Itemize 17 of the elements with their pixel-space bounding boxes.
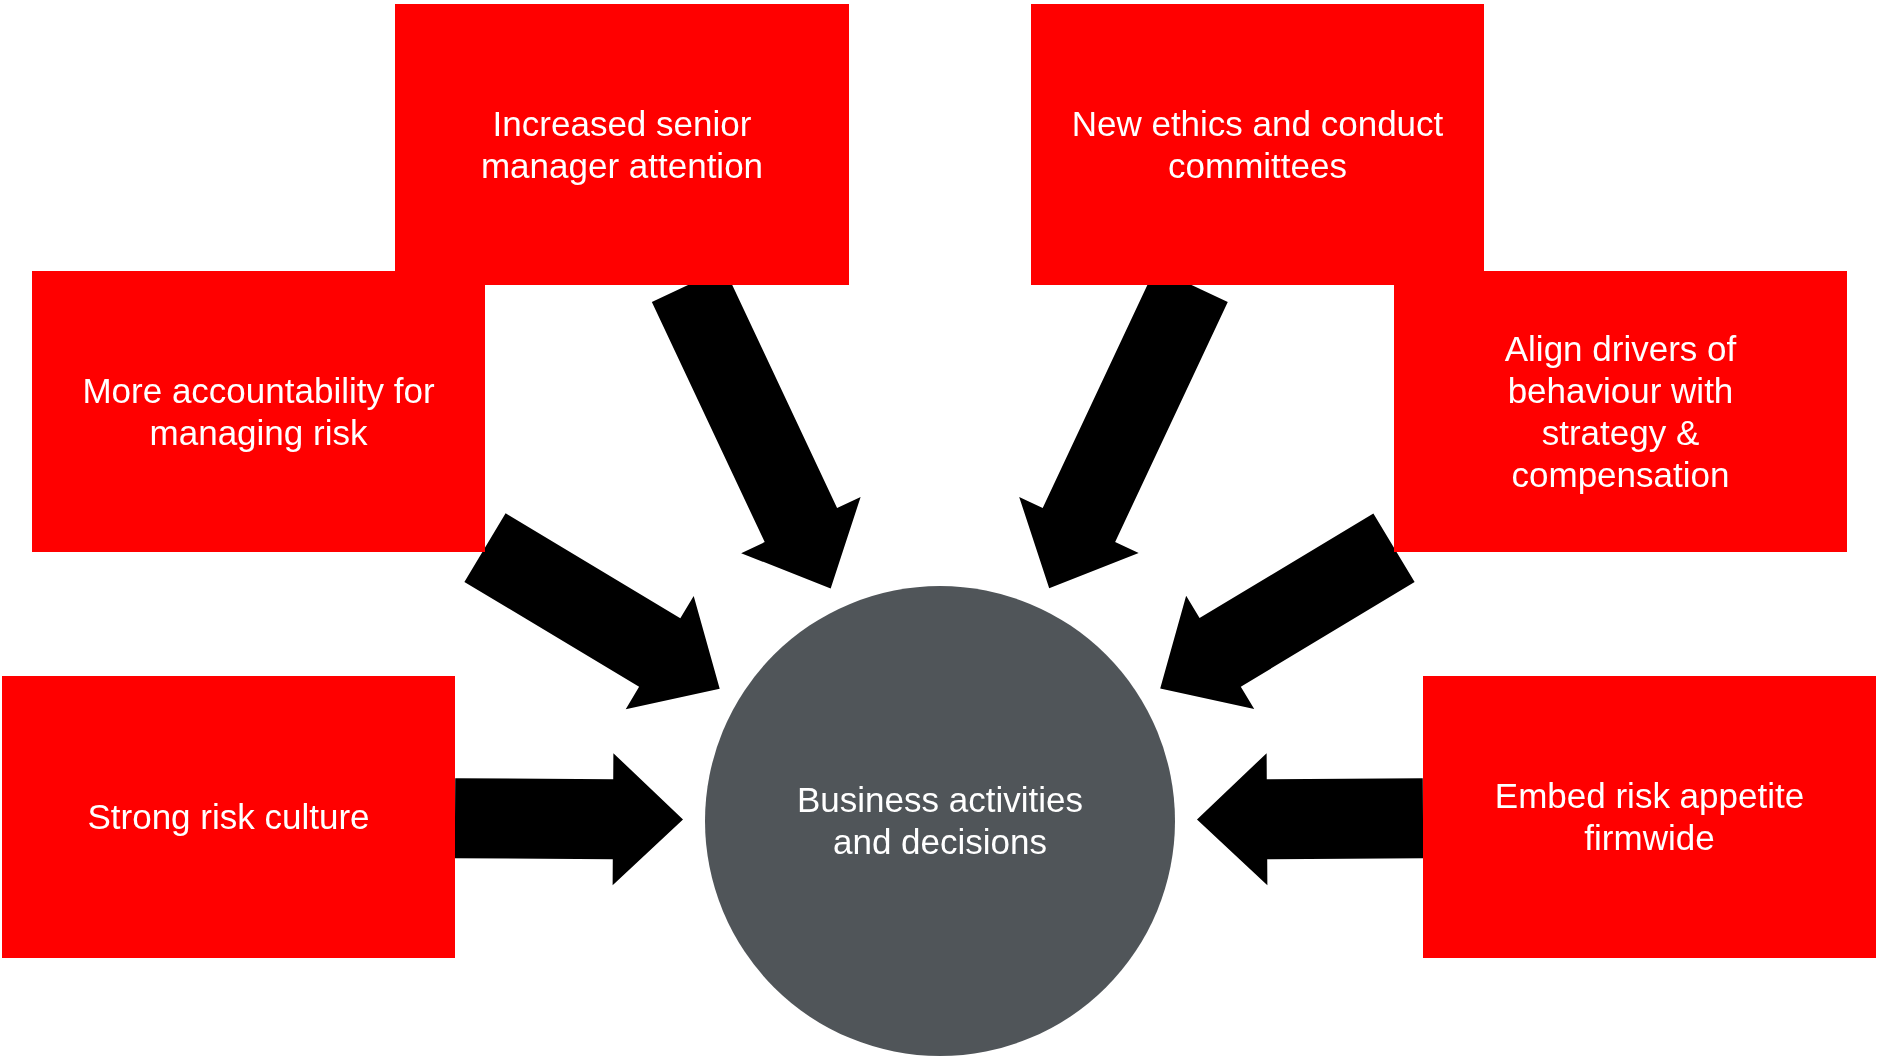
node-text: More accountability for managing risk: [81, 369, 436, 454]
block-arrow: [464, 513, 720, 710]
node-text: Strong risk culture: [87, 796, 370, 838]
process-box: [1394, 271, 1847, 552]
block-arrow: [1197, 753, 1424, 886]
node-text: Align drivers of behaviour with strategy & compensation: [1503, 327, 1738, 496]
process-box: [1031, 4, 1484, 285]
process-box: [2, 676, 455, 958]
node-text: Increased senior manager attention: [479, 102, 765, 187]
block-arrow: [1160, 513, 1415, 709]
block-arrow: [454, 753, 683, 886]
node-text: New ethics and conduct committees: [1071, 102, 1444, 187]
node-text: Business activities and decisions: [796, 779, 1084, 863]
process-box: [1423, 676, 1876, 958]
node-text: Embed risk appetite firmwide: [1493, 775, 1806, 859]
process-box: [395, 4, 849, 285]
process-box: [32, 271, 485, 552]
